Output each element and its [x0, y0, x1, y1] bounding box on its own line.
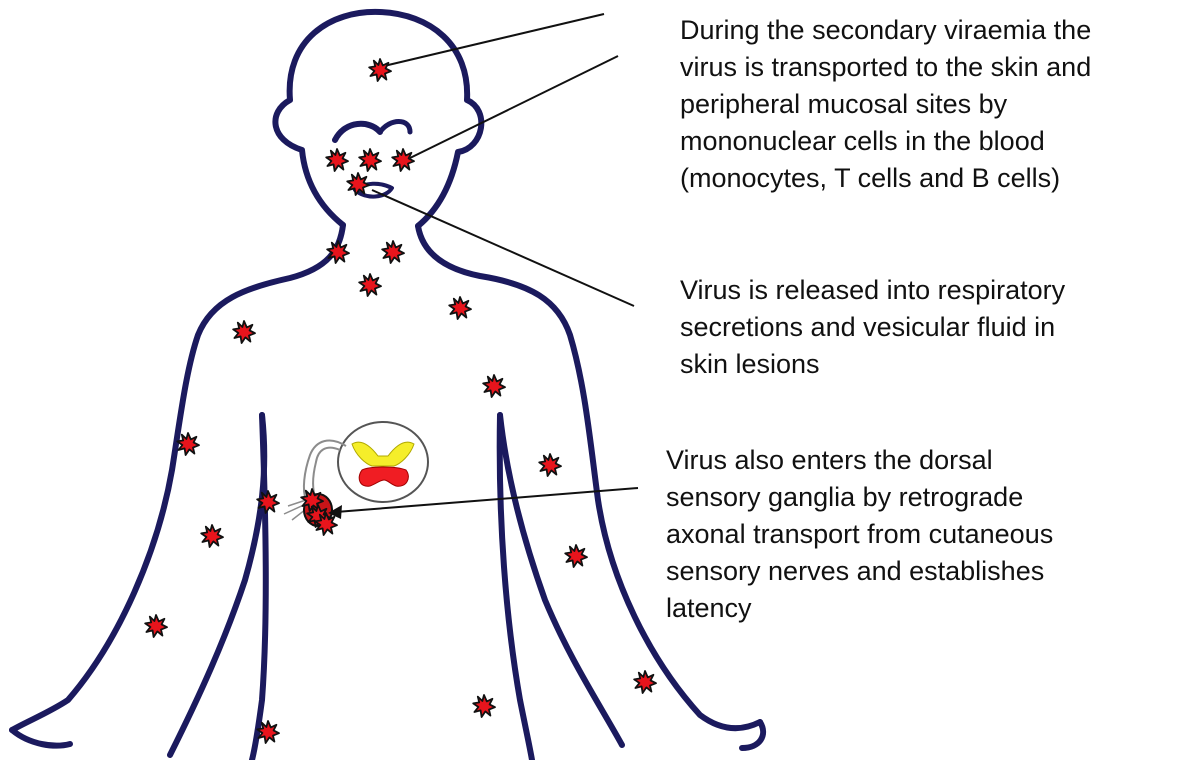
- annotation-line: virus is transported to the skin and: [680, 49, 1200, 86]
- annotation-line: Virus is released into respiratory: [680, 272, 1180, 309]
- lesion-icon: [483, 375, 505, 397]
- lesion-icon: [565, 545, 587, 567]
- lesion-icon: [177, 433, 199, 455]
- lesion-icon: [449, 297, 471, 319]
- annotation-line: peripheral mucosal sites by: [680, 86, 1200, 123]
- annotation-dorsal-ganglia-latency: Virus also enters the dorsal sensory gan…: [666, 442, 1186, 627]
- lesion-icon: [634, 671, 656, 693]
- leader-line-mouth: [372, 190, 634, 306]
- annotation-line: mononuclear cells in the blood: [680, 123, 1200, 160]
- annotation-line: sensory nerves and establishes: [666, 553, 1186, 590]
- human-body-outline: [12, 12, 763, 760]
- annotation-line: Virus also enters the dorsal: [666, 442, 1186, 479]
- lesion-icon: [473, 695, 495, 717]
- lesion-icon: [382, 241, 404, 263]
- annotation-line: (monocytes, T cells and B cells): [680, 160, 1200, 197]
- left-hand-outline: [12, 730, 70, 746]
- left-torso-outline: [252, 415, 266, 760]
- lesion-icon: [233, 321, 255, 343]
- annotation-line: latency: [666, 590, 1186, 627]
- lesion-icon: [392, 149, 414, 171]
- right-eyebrow: [380, 122, 410, 133]
- annotation-line: During the secondary viraemia the: [680, 12, 1200, 49]
- annotation-line: axonal transport from cutaneous: [666, 516, 1186, 553]
- annotation-line: sensory ganglia by retrograde: [666, 479, 1186, 516]
- annotation-line: skin lesions: [680, 346, 1180, 383]
- lesion-icon: [359, 149, 381, 171]
- lesion-icon: [539, 454, 561, 476]
- annotation-line: secretions and vesicular fluid in: [680, 309, 1180, 346]
- leader-line-nose: [410, 56, 618, 158]
- right-torso-outline: [500, 415, 532, 760]
- annotation-virus-release: Virus is released into respiratory secre…: [680, 272, 1180, 383]
- annotation-secondary-viraemia: During the secondary viraemia the virus …: [680, 12, 1200, 197]
- left-shoulder-arm-outline: [12, 225, 343, 730]
- lesion-icon: [359, 274, 381, 296]
- lesion-icon: [201, 525, 223, 547]
- lesion-icon: [369, 59, 391, 81]
- lesion-icon: [145, 615, 167, 637]
- left-eyebrow: [335, 124, 380, 140]
- left-inner-arm-outline: [170, 415, 264, 755]
- lesion-icon: [326, 149, 348, 171]
